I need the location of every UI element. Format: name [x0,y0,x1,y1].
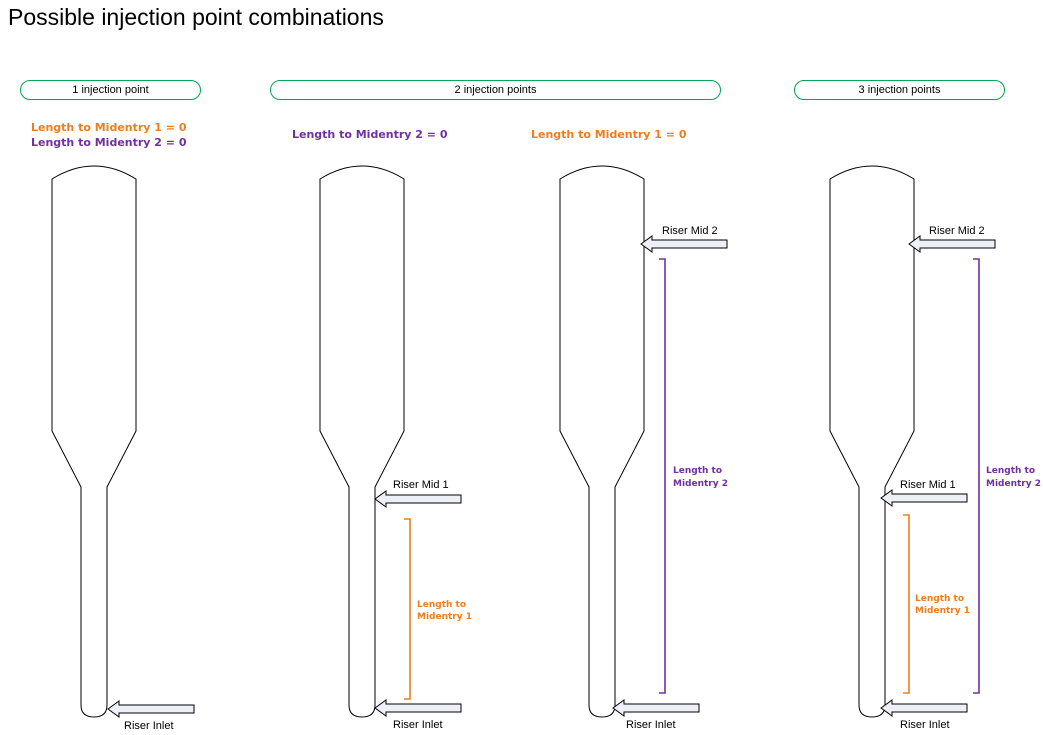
riser-vessel [559,165,645,718]
inlet-arrow [107,700,195,718]
mid2-arrow [908,235,996,253]
mid1-arrow [374,490,462,508]
riser-inlet-mid2: Riser Mid 2 Riser Inlet Length to Mident… [559,165,728,731]
equation-length2-zero: Length to Midentry 2 = 0 [292,128,448,141]
mid1-arrow [880,489,968,507]
group-header-3-injections: 3 injection points [794,80,1005,100]
page-title: Possible injection point combinations [8,4,384,30]
riser-inlet-mid1-mid2: Riser Mid 2 Riser Mid 1 Riser Inlet Leng… [829,165,1041,731]
inlet-arrow [612,699,700,717]
equation-length1-zero: Length to Midentry 1 = 0 [531,128,687,141]
group-header-label: 1 injection point [72,84,149,96]
riser-inlet-label: Riser Inlet [393,719,443,731]
riser-inlet-label: Riser Inlet [900,719,950,731]
riser-mid2-label: Riser Mid 2 [929,225,985,237]
length-label-line1: Length to [417,600,466,610]
mid2-arrow [640,235,728,253]
group-header-2-injections: 2 injection points [270,80,721,100]
length-label-line2: Midentry 1 [417,612,472,622]
group-header-label: 2 injection points [454,84,537,96]
riser-single-inlet: Riser Inlet [51,165,195,732]
equation-length1-zero: Length to Midentry 1 = 0 [31,121,187,134]
length-label-line1: Length to [986,466,1035,476]
inlet-arrow [880,699,968,717]
riser-vessel [51,165,137,718]
length-label-line2: Midentry 2 [673,479,728,489]
length-label-line2: Midentry 2 [986,479,1041,489]
length-label-line1: Length to [673,466,722,476]
length-bracket-mid2 [973,258,980,694]
riser-inlet-mid1: Riser Mid 1 Riser Inlet Length to Mident… [319,165,472,731]
length-label-line2: Midentry 1 [915,606,970,616]
equation-length2-zero: Length to Midentry 2 = 0 [31,136,187,149]
riser-vessel [829,165,915,718]
riser-mid2-label: Riser Mid 2 [662,225,718,237]
length-bracket-mid1 [404,518,411,700]
riser-inlet-label: Riser Inlet [124,720,174,732]
riser-inlet-label: Riser Inlet [626,719,676,731]
group-header-1-injection: 1 injection point [20,80,201,100]
riser-mid1-label: Riser Mid 1 [900,479,956,491]
riser-vessel [319,165,405,718]
inlet-arrow [374,699,462,717]
riser-mid1-label: Riser Mid 1 [393,479,449,491]
group-header-label: 3 injection points [858,84,941,96]
length-bracket-mid2 [659,258,666,694]
length-label-line1: Length to [915,594,964,604]
length-bracket-mid1 [903,514,910,694]
